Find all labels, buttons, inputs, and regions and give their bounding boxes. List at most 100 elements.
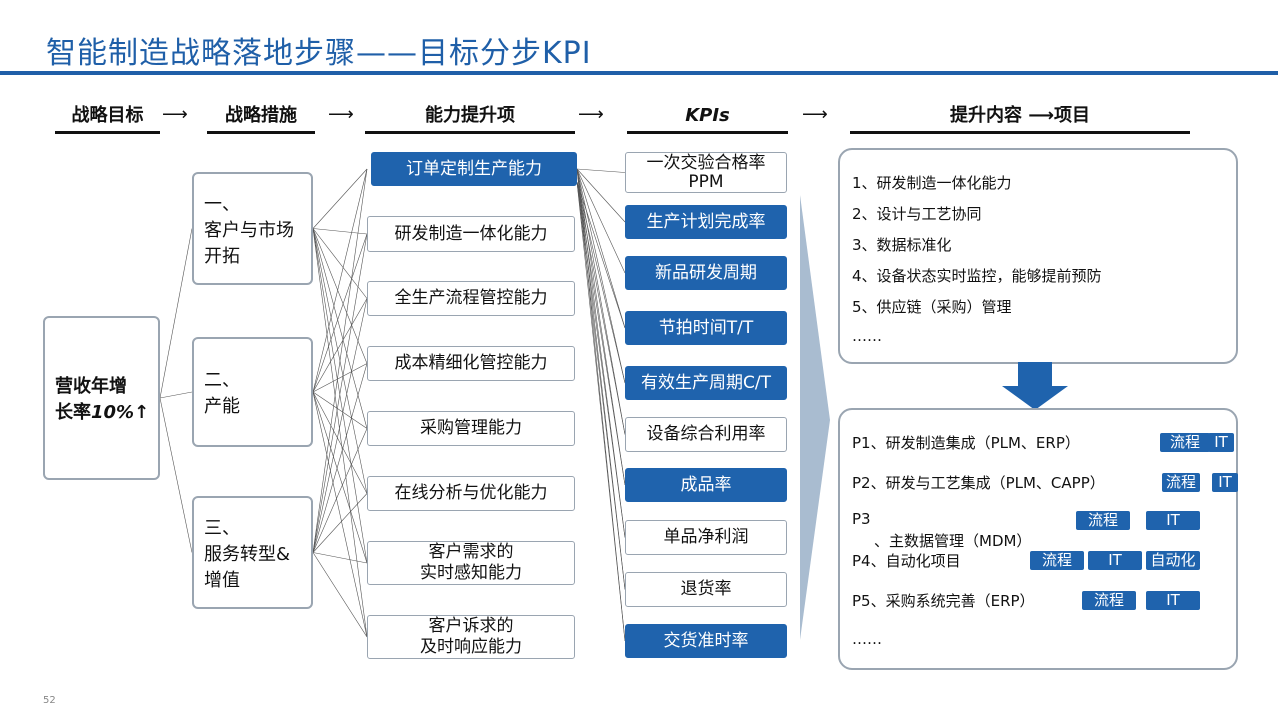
goal-box: 营收年增长率10%↑ <box>43 316 160 480</box>
connector-line <box>576 181 626 486</box>
kpi-box: 生产计划完成率 <box>625 205 787 239</box>
connector-line <box>312 298 368 553</box>
connector-line <box>312 391 368 429</box>
project-tag: 自动化 <box>1146 551 1200 570</box>
kpi-box: 交货准时率 <box>625 624 787 658</box>
connector-line <box>576 168 626 173</box>
arrow-icon: ⟶ <box>328 104 354 125</box>
arrow-icon: ⟶ <box>162 104 188 125</box>
connector-line <box>576 181 626 435</box>
project-tag: 流程 <box>1082 591 1136 610</box>
project-tag: IT <box>1208 433 1234 452</box>
capability-box: 全生产流程管控能力 <box>367 281 575 316</box>
connector-line <box>312 168 368 229</box>
measure-line: 增值 <box>204 569 240 591</box>
goal-line1: 营收年增 <box>55 376 127 397</box>
connector-line <box>159 228 193 399</box>
connector-line <box>159 391 193 399</box>
goal-line2: 长率 <box>55 402 91 423</box>
connector-line <box>312 552 368 638</box>
goal-value: 10%↑ <box>91 402 150 423</box>
connector-line <box>312 298 368 393</box>
project-tag: 流程 <box>1030 551 1084 570</box>
connector-line <box>312 228 368 638</box>
project-label: P2、研发与工艺集成（PLM、CAPP） <box>852 474 1105 492</box>
header-capabilities: 能力提升项 <box>365 103 575 134</box>
project-tag: IT <box>1088 551 1142 570</box>
measure-line: 三、 <box>204 517 240 539</box>
kpi-box: 退货率 <box>625 572 787 607</box>
content-item: …… <box>852 327 882 345</box>
connector-line <box>312 391 368 638</box>
connector-line <box>576 168 626 274</box>
capability-box: 研发制造一体化能力 <box>367 216 575 252</box>
page-number: 52 <box>43 695 56 706</box>
kpi-box: 节拍时间T/T <box>625 311 787 345</box>
project-label: …… <box>852 630 882 648</box>
connector-line <box>312 363 368 393</box>
measure-line: 开拓 <box>204 245 240 267</box>
content-item: 3、数据标准化 <box>852 236 952 254</box>
content-item: 5、供应链（采购）管理 <box>852 298 1012 316</box>
project-label-cont: 、主数据管理（MDM） <box>874 532 1032 550</box>
project-tag: 流程 <box>1076 511 1130 530</box>
connector-line <box>312 552 368 564</box>
connector-line <box>576 181 626 538</box>
measure-line: 客户与市场 <box>204 219 294 241</box>
connector-line <box>576 168 626 435</box>
connector-line <box>576 168 626 384</box>
content-item: 2、设计与工艺协同 <box>852 205 982 223</box>
kpi-box: 有效生产周期C/T <box>625 366 787 400</box>
header-measures: 战略措施 <box>207 103 315 134</box>
capability-box: 成本精细化管控能力 <box>367 346 575 381</box>
connector-line <box>576 168 626 486</box>
capability-box: 客户需求的 实时感知能力 <box>367 541 575 585</box>
connector-line <box>312 391 368 494</box>
content-item: 1、研发制造一体化能力 <box>852 174 1012 192</box>
project-tag: 流程 <box>1160 433 1210 452</box>
project-label: P1、研发制造集成（PLM、ERP） <box>852 434 1080 452</box>
project-label: P4、自动化项目 <box>852 552 961 570</box>
header-content-label: 提升内容 <box>949 105 1022 126</box>
measure-line: 一、 <box>204 193 240 215</box>
connector-line <box>312 428 368 553</box>
connector-line <box>576 181 626 329</box>
connector-line <box>159 397 193 553</box>
arrow-icon: ⟶ <box>1028 105 1055 126</box>
project-tag: IT <box>1146 591 1200 610</box>
measure-line: 产能 <box>204 396 240 417</box>
measure-line: 二、 <box>204 370 240 391</box>
measure-box: 二、产能 <box>192 337 313 447</box>
project-tag: IT <box>1212 473 1238 492</box>
content-panel: 1、研发制造一体化能力 2、设计与工艺协同 3、数据标准化 4、设备状态实时监控，能够… <box>838 148 1238 364</box>
connector-line <box>576 181 626 642</box>
project-tag: IT <box>1146 511 1200 530</box>
measure-box: 一、客户与市场开拓 <box>192 172 313 285</box>
connector-line <box>312 228 368 564</box>
content-item: 4、设备状态实时监控，能够提前预防 <box>852 267 1102 285</box>
project-label: P5、采购系统完善（ERP） <box>852 592 1035 610</box>
capability-box: 客户诉求的 及时响应能力 <box>367 615 575 659</box>
connector-line <box>312 363 368 553</box>
kpi-box: 单品净利润 <box>625 520 787 555</box>
page-title: 智能制造战略落地步骤——目标分步KPI <box>46 36 592 71</box>
header-content: 提升内容 ⟶项目 <box>850 103 1190 134</box>
connector-line <box>312 493 368 553</box>
project-label: P3 <box>852 510 871 528</box>
kpi-box: 新品研发周期 <box>625 256 787 290</box>
connector-line <box>312 233 368 553</box>
connector-line <box>312 233 368 393</box>
capability-box: 采购管理能力 <box>367 411 575 446</box>
header-goal: 战略目标 <box>55 103 160 134</box>
connector-line <box>576 168 626 223</box>
connector-line <box>312 168 368 393</box>
measure-line: 服务转型& <box>204 543 291 565</box>
connector-line <box>312 391 368 564</box>
header-projects: 项目 <box>1054 105 1091 126</box>
kpi-box: 一次交验合格率 PPM <box>625 152 787 193</box>
header-kpis: KPIs <box>627 103 788 134</box>
connector-line <box>576 181 626 590</box>
